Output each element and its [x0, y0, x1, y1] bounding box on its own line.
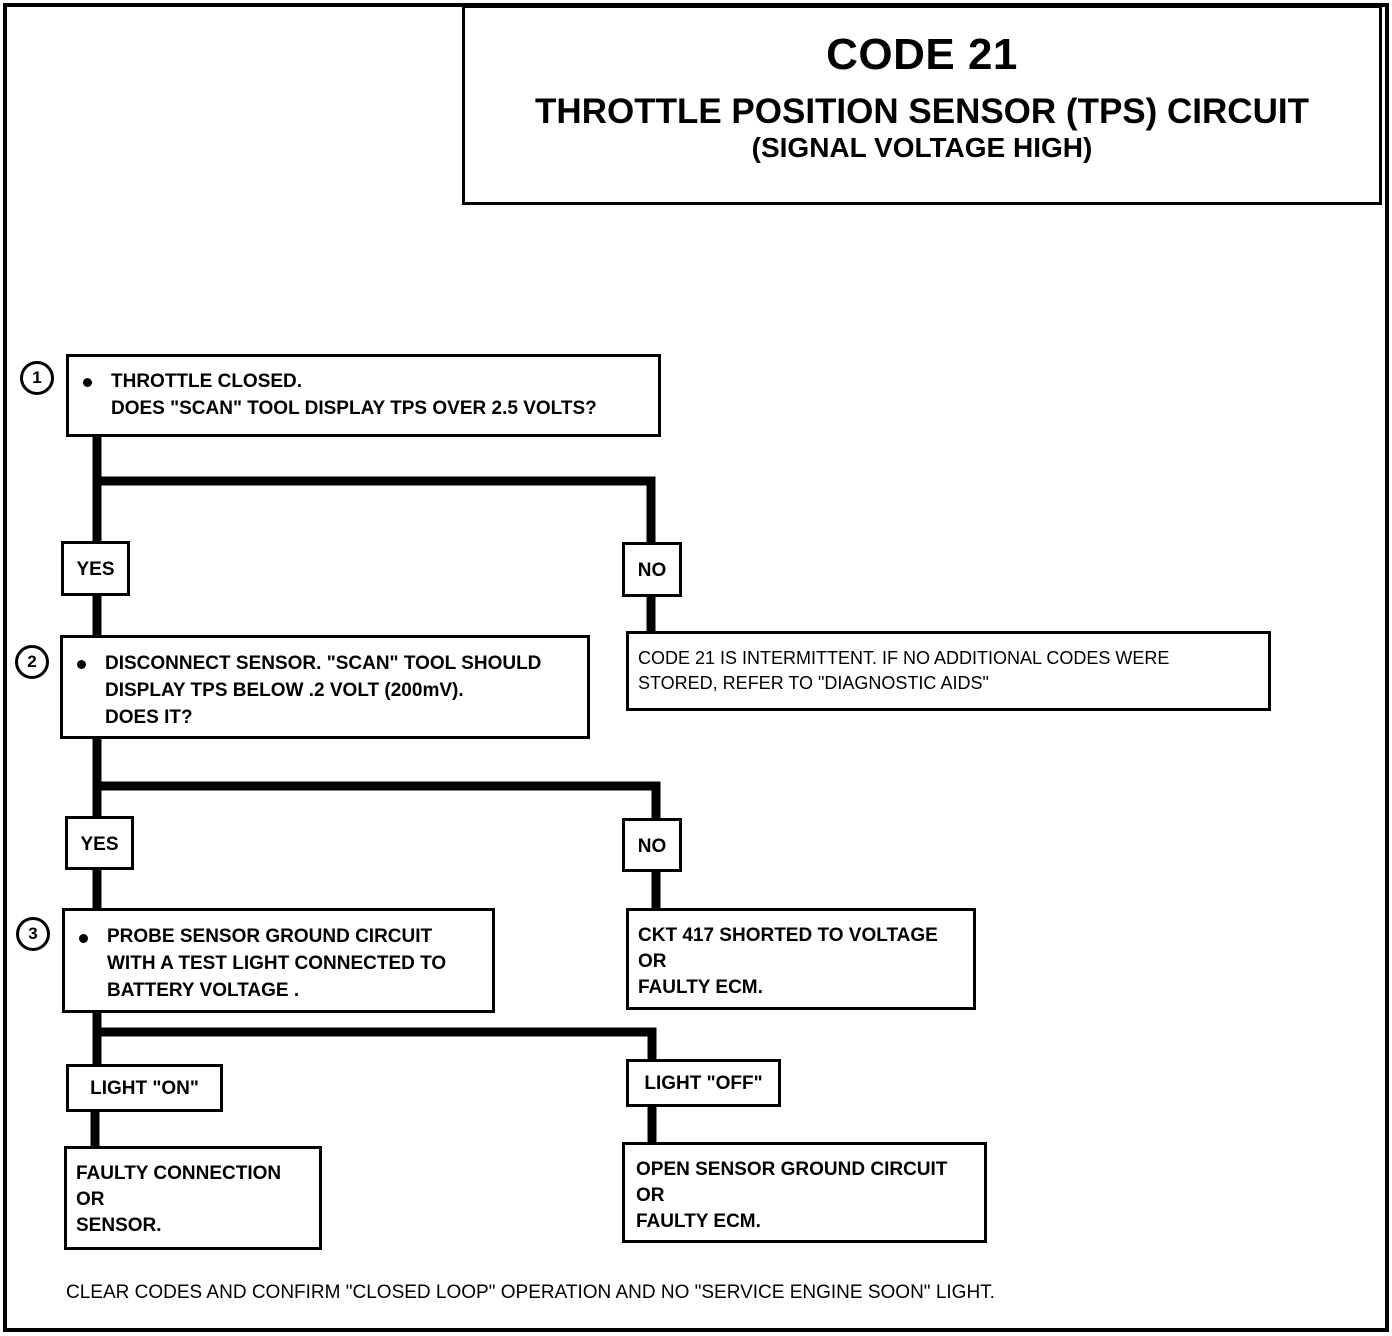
step-3-line-3: BATTERY VOLTAGE .	[107, 980, 300, 1001]
step-3-line-2: WITH A TEST LIGHT CONNECTED TO	[107, 953, 447, 974]
result-intermittent-line-1: CODE 21 IS INTERMITTENT. IF NO ADDITIONA…	[638, 648, 1170, 668]
result-faulty-connection-text: FAULTY CONNECTION OR SENSOR.	[76, 1161, 281, 1239]
bullet-icon	[77, 660, 86, 669]
result-ckt417-text: CKT 417 SHORTED TO VOLTAGE OR FAULTY ECM…	[638, 923, 938, 1001]
yes-label-2: YES	[65, 816, 134, 870]
step-2-box: DISCONNECT SENSOR. "SCAN" TOOL SHOULD DI…	[60, 635, 590, 739]
step-2-line-3: DOES IT?	[105, 707, 193, 728]
step-2-text: DISCONNECT SENSOR. "SCAN" TOOL SHOULD DI…	[105, 650, 541, 731]
result-faulty-connection-box: FAULTY CONNECTION OR SENSOR.	[64, 1146, 322, 1250]
result-open-ground-box: OPEN SENSOR GROUND CIRCUIT OR FAULTY ECM…	[622, 1142, 987, 1243]
step-3-number: 3	[16, 917, 50, 951]
result-faulty-connection-line-2: OR	[76, 1189, 105, 1210]
result-faulty-connection-line-1: FAULTY CONNECTION	[76, 1163, 282, 1184]
step-1-box: THROTTLE CLOSED. DOES "SCAN" TOOL DISPLA…	[66, 354, 661, 437]
result-open-ground-line-1: OPEN SENSOR GROUND CIRCUIT	[636, 1159, 948, 1180]
result-ckt417-line-1: CKT 417 SHORTED TO VOLTAGE	[638, 925, 938, 946]
title-code: CODE 21	[826, 30, 1018, 79]
step-1-number: 1	[20, 361, 54, 395]
step-3-text: PROBE SENSOR GROUND CIRCUIT WITH A TEST …	[107, 923, 446, 1004]
connector-step2-branch	[92, 781, 661, 823]
step-1-line-2: DOES "SCAN" TOOL DISPLAY TPS OVER 2.5 VO…	[111, 398, 597, 419]
no-label-1: NO	[622, 542, 682, 597]
step-3-line-1: PROBE SENSOR GROUND CIRCUIT	[107, 926, 433, 947]
step-3-box: PROBE SENSOR GROUND CIRCUIT WITH A TEST …	[62, 908, 495, 1013]
light-off-label: LIGHT "OFF"	[626, 1059, 781, 1107]
result-open-ground-line-2: OR	[636, 1185, 665, 1206]
bullet-icon	[79, 934, 88, 943]
step-1-line-1: THROTTLE CLOSED.	[111, 371, 303, 392]
bullet-icon	[83, 378, 92, 387]
title-condition: (SIGNAL VOLTAGE HIGH)	[751, 132, 1093, 163]
step-2-line-2: DISPLAY TPS BELOW .2 VOLT (200mV).	[105, 680, 464, 701]
step-1-text: THROTTLE CLOSED. DOES "SCAN" TOOL DISPLA…	[111, 368, 597, 422]
result-ckt417-line-3: FAULTY ECM.	[638, 977, 763, 998]
result-intermittent-text: CODE 21 IS INTERMITTENT. IF NO ADDITIONA…	[638, 646, 1169, 696]
step-2-number: 2	[15, 645, 49, 679]
result-open-ground-line-3: FAULTY ECM.	[636, 1211, 761, 1232]
light-on-label: LIGHT "ON"	[66, 1064, 223, 1112]
title-circuit: THROTTLE POSITION SENSOR (TPS) CIRCUIT	[535, 92, 1309, 131]
connector-step1-branch	[92, 476, 656, 547]
result-faulty-connection-line-3: SENSOR.	[76, 1215, 162, 1236]
result-ckt417-box: CKT 417 SHORTED TO VOLTAGE OR FAULTY ECM…	[626, 908, 976, 1010]
yes-label-1: YES	[61, 541, 130, 596]
result-intermittent-box: CODE 21 IS INTERMITTENT. IF NO ADDITIONA…	[626, 631, 1271, 711]
no-label-2: NO	[622, 818, 682, 872]
result-open-ground-text: OPEN SENSOR GROUND CIRCUIT OR FAULTY ECM…	[636, 1157, 947, 1235]
footer-instruction: CLEAR CODES AND CONFIRM "CLOSED LOOP" OP…	[66, 1282, 995, 1303]
title-box: CODE 21 THROTTLE POSITION SENSOR (TPS) C…	[462, 5, 1382, 205]
step-2-line-1: DISCONNECT SENSOR. "SCAN" TOOL SHOULD	[105, 653, 542, 674]
result-intermittent-line-2: STORED, REFER TO "DIAGNOSTIC AIDS"	[638, 673, 989, 693]
connector-step3-branch	[92, 1027, 657, 1065]
result-ckt417-line-2: OR	[638, 951, 667, 972]
